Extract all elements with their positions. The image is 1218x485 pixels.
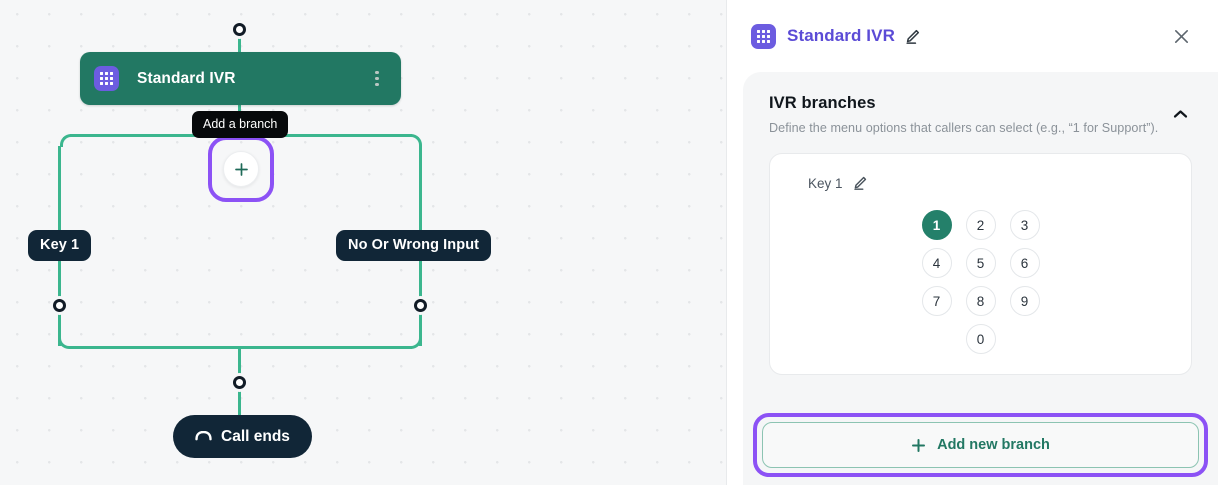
node-call-ends[interactable]: Call ends [173,415,312,458]
add-branch-highlight-ring [208,136,274,202]
keypad-key-5[interactable]: 5 [965,248,996,278]
edge-merge-horizontal [70,346,412,349]
branch-key-label: Key 1 [808,175,843,191]
keypad-grid-dots [757,29,770,43]
keypad-key-2[interactable]: 2 [965,210,996,240]
add-branch-button[interactable] [223,151,259,187]
keypad-grid-icon [94,66,119,91]
branch-label-key-1[interactable]: Key 1 [28,230,92,261]
chevron-up-icon[interactable] [1168,102,1192,126]
more-vertical-icon[interactable] [367,67,387,91]
keypad-grid-dots [100,72,113,85]
flow-canvas[interactable]: Standard IVR Add a branch Key 1 No Or Wr… [0,0,727,485]
plus-icon [234,162,248,176]
plus-icon [912,438,926,452]
port-left-branch[interactable] [53,299,66,312]
edge-split-right-corner [409,134,422,147]
section-title: IVR branches [769,94,876,112]
edge-merge-left-corner [58,336,71,349]
port-flow-input[interactable] [233,23,246,36]
tooltip-add-a-branch: Add a branch [192,111,289,138]
dtmf-keypad: 1 2 3 4 5 6 7 8 9 0 [901,210,1061,354]
call-ends-label: Call ends [221,427,290,445]
edge-split-left-corner [60,134,73,147]
keypad-key-0[interactable]: 0 [965,324,996,354]
section-header-text: IVR branches Define the menu options tha… [769,94,1158,135]
keypad-key-9[interactable]: 9 [1009,286,1040,316]
section-header: IVR branches Define the menu options tha… [769,94,1192,135]
keypad-key-8[interactable]: 8 [965,286,996,316]
ivr-branches-card: IVR branches Define the menu options tha… [743,72,1218,485]
keypad-key-3[interactable]: 3 [1009,210,1040,240]
port-merge[interactable] [233,376,246,389]
keypad-key-6[interactable]: 6 [1009,248,1040,278]
panel-title: Standard IVR [787,26,895,45]
add-new-branch-button[interactable]: Add new branch [762,422,1199,468]
keypad-key-4[interactable]: 4 [921,248,952,278]
branch-editor-card: Key 1 1 2 3 4 5 6 7 8 9 0 [769,153,1192,375]
edge-top-into-ivr [238,20,241,54]
section-description: Define the menu options that callers can… [769,121,1159,135]
close-icon[interactable] [1168,23,1194,49]
keypad-key-7[interactable]: 7 [921,286,952,316]
node-title: Standard IVR [137,69,236,87]
keypad-key-1[interactable]: 1 [921,210,952,240]
branch-label-no-or-wrong-input[interactable]: No Or Wrong Input [336,230,492,261]
branch-key-row: Key 1 [790,170,1171,196]
node-standard-ivr[interactable]: Standard IVR [80,52,401,105]
pencil-icon[interactable] [904,28,921,45]
canvas-right-divider [726,0,727,485]
port-right-branch[interactable] [414,299,427,312]
phone-hangup-icon [195,431,212,441]
add-new-branch-highlight-ring: Add new branch [753,413,1208,477]
add-new-branch-label: Add new branch [937,437,1050,453]
panel-header: Standard IVR [727,0,1218,72]
details-panel: Standard IVR IVR branches Define the men… [727,0,1218,485]
keypad-grid-icon [751,23,776,49]
edge-merge-right-corner [409,336,422,349]
pencil-icon[interactable] [852,175,868,191]
